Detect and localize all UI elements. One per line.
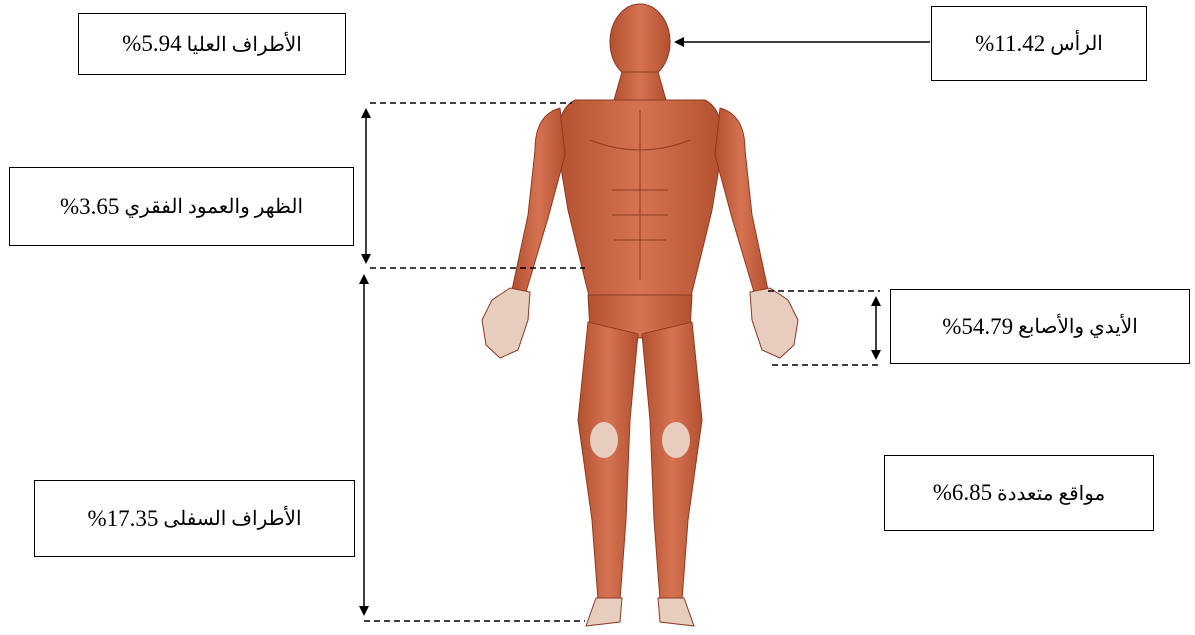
upper-limbs-label-box: الأطراف العليا %5.94 (78, 13, 346, 75)
right-leg-shape (642, 322, 702, 600)
head-label-box: الرأس %11.42 (931, 6, 1147, 81)
left-knee-shape (590, 422, 618, 458)
left-hand-shape (482, 288, 530, 358)
back-spine-name: الظهر والعمود الفقري (124, 194, 303, 219)
left-leg-shape (578, 322, 638, 600)
multiple-sites-name: مواقع متعددة (997, 481, 1105, 506)
human-body-figure (482, 4, 798, 626)
right-hand-shape (750, 288, 798, 358)
upper-limbs-value: %5.94 (122, 31, 181, 57)
lower-limbs-label-box: الأطراف السفلى %17.35 (34, 480, 355, 557)
right-foot-shape (658, 598, 694, 626)
multiple-sites-value: %6.85 (933, 480, 992, 506)
head-value: %11.42 (975, 31, 1045, 57)
left-foot-shape (586, 598, 622, 626)
hands-fingers-name: الأيدي والأصابع (1018, 314, 1138, 339)
head-shape (610, 4, 670, 80)
head-name: الرأس (1050, 31, 1103, 56)
lower-limbs-value: %17.35 (87, 506, 158, 532)
back-spine-value: %3.65 (60, 194, 119, 220)
lower-limbs-name: الأطراف السفلى (163, 506, 301, 531)
back-spine-label-box: الظهر والعمود الفقري %3.65 (9, 167, 354, 246)
hands-fingers-value: %54.79 (942, 314, 1013, 340)
right-arm-shape (715, 108, 768, 292)
hands-fingers-label-box: الأيدي والأصابع %54.79 (890, 289, 1190, 364)
right-knee-shape (662, 422, 690, 458)
neck-shape (614, 72, 666, 100)
upper-limbs-name: الأطراف العليا (187, 32, 302, 57)
left-arm-shape (512, 108, 565, 292)
multiple-sites-label-box: مواقع متعددة %6.85 (884, 455, 1154, 531)
